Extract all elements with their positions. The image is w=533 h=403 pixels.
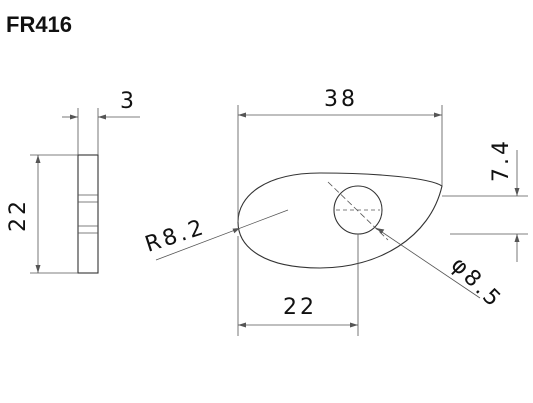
side-view — [77, 154, 99, 274]
radius-label: R8.2 — [142, 215, 209, 258]
thickness-dimension — [62, 108, 140, 155]
length-label: 38 — [324, 87, 358, 112]
height-label: 22 — [6, 198, 31, 232]
part-number-title: FR416 — [6, 12, 72, 37]
hole-diameter-leader — [375, 227, 481, 299]
hole-position-label: 22 — [283, 295, 317, 320]
hole-position-dimension — [237, 234, 359, 336]
offset-label: 7.4 — [489, 138, 514, 182]
hole-diameter-label: φ8.5 — [446, 253, 507, 314]
offset-dimension — [442, 150, 528, 262]
front-view — [237, 172, 443, 269]
height-dimension — [30, 154, 78, 274]
length-dimension — [237, 105, 443, 222]
radius-leader — [155, 209, 289, 261]
thickness-label: 3 — [120, 89, 137, 114]
